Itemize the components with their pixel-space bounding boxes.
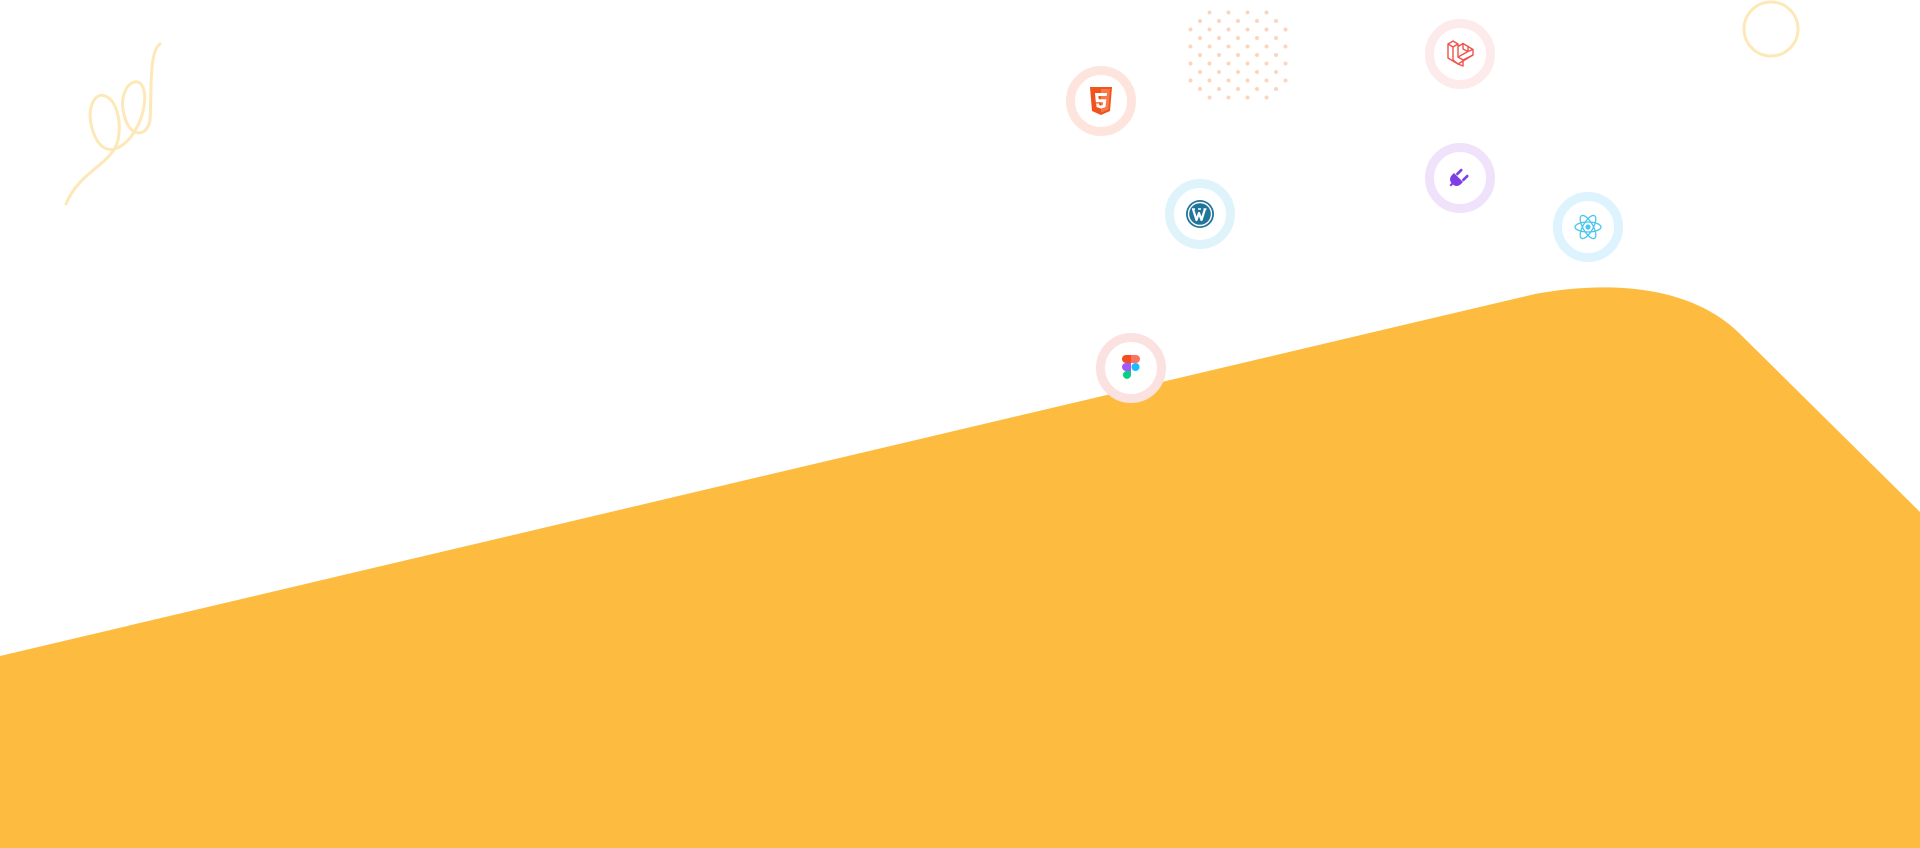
- pattern-dot: [1207, 44, 1212, 49]
- plug-icon: [1425, 143, 1495, 213]
- pattern-dot: [1264, 95, 1269, 100]
- pattern-dot: [1274, 53, 1278, 57]
- pattern-dot: [1236, 19, 1240, 23]
- pattern-dot: [1198, 87, 1202, 91]
- pattern-dot: [1207, 78, 1212, 83]
- pattern-dot: [1188, 44, 1193, 49]
- pattern-dot: [1264, 78, 1269, 83]
- pattern-dot: [1274, 36, 1278, 40]
- pattern-dot: [1226, 95, 1231, 100]
- pattern-dot: [1236, 87, 1240, 91]
- laravel-icon: [1425, 19, 1495, 89]
- pattern-dot: [1226, 78, 1231, 83]
- pattern-dot: [1283, 61, 1288, 66]
- pattern-dot: [1264, 27, 1269, 32]
- pattern-dot: [1236, 70, 1240, 74]
- pattern-dot: [1188, 61, 1193, 66]
- wordpress-icon: [1165, 179, 1235, 249]
- pattern-dot: [1207, 61, 1212, 66]
- pattern-dot: [1188, 78, 1193, 83]
- pattern-dot: [1283, 27, 1288, 32]
- react-icon: [1553, 192, 1623, 262]
- pattern-dot: [1198, 19, 1202, 23]
- pattern-dot: [1217, 87, 1221, 91]
- pattern-dot: [1217, 36, 1221, 40]
- pattern-dot: [1264, 10, 1269, 15]
- pattern-dot: [1198, 70, 1202, 74]
- pattern-dot: [1207, 27, 1212, 32]
- pattern-dot: [1217, 70, 1221, 74]
- pattern-dot: [1245, 78, 1250, 83]
- pattern-dot: [1245, 27, 1250, 32]
- pattern-dot: [1226, 27, 1231, 32]
- pattern-dot: [1245, 44, 1250, 49]
- pattern-dot: [1226, 10, 1231, 15]
- pattern-dot: [1198, 36, 1202, 40]
- pattern-dot: [1245, 61, 1250, 66]
- pattern-dot: [1255, 70, 1259, 74]
- pattern-dot: [1245, 95, 1250, 100]
- pattern-dot: [1226, 44, 1231, 49]
- pattern-dot: [1245, 10, 1250, 15]
- pattern-dot: [1255, 87, 1259, 91]
- pattern-dot: [1198, 53, 1202, 57]
- pattern-dot: [1188, 27, 1193, 32]
- pattern-dot: [1283, 44, 1288, 49]
- pattern-dot: [1255, 36, 1259, 40]
- pattern-dot: [1217, 19, 1221, 23]
- pattern-dot: [1207, 10, 1212, 15]
- pattern-dot: [1255, 19, 1259, 23]
- pattern-dot: [1264, 44, 1269, 49]
- pattern-dot: [1274, 87, 1278, 91]
- pattern-dot: [1226, 61, 1231, 66]
- pattern-dot: [1283, 78, 1288, 83]
- html5-icon: [1066, 66, 1136, 136]
- pattern-dot: [1255, 53, 1259, 57]
- pattern-dot: [1207, 95, 1212, 100]
- pattern-dot: [1264, 61, 1269, 66]
- pattern-dot: [1274, 19, 1278, 23]
- pattern-dot: [1217, 53, 1221, 57]
- pattern-dot: [1236, 36, 1240, 40]
- figma-icon: [1096, 333, 1166, 403]
- pattern-dot: [1236, 53, 1240, 57]
- pattern-dot: [1274, 70, 1278, 74]
